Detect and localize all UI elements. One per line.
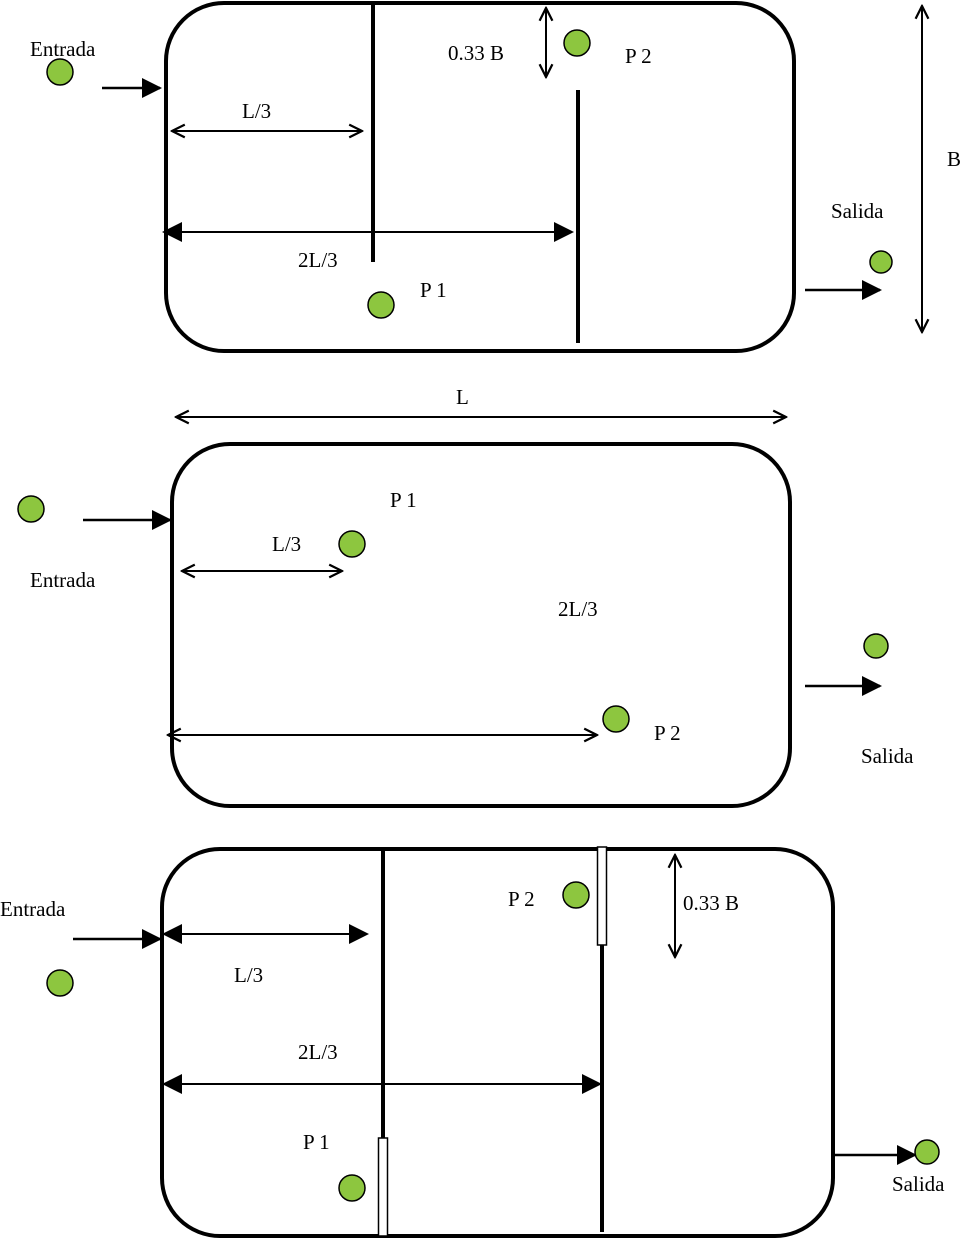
tank-outline	[170, 442, 792, 808]
point-p2	[602, 705, 630, 733]
label-p2: P 2	[508, 887, 535, 911]
point-p1	[367, 291, 395, 319]
label-033b: 0.33 B	[683, 891, 739, 915]
point-p2	[563, 29, 591, 57]
label-p1: P 1	[303, 1130, 330, 1154]
label-b: B	[947, 147, 961, 171]
label-p2: P 2	[625, 44, 652, 68]
diagram-1: Entrada 0.33 B P 2 B L/3 Salida 2L/3 P 1…	[30, 1, 961, 417]
point-p1	[338, 1174, 366, 1202]
label-entrada: Entrada	[0, 897, 66, 921]
outlet-point	[914, 1139, 940, 1165]
inlet-point	[17, 495, 45, 523]
label-two-l-third: 2L/3	[298, 1040, 338, 1064]
diagram-3: Entrada P 2 0.33 B L/3 2L/3 P 1 Salida	[0, 846, 945, 1238]
label-two-l-third: 2L/3	[558, 597, 598, 621]
label-entrada: Entrada	[30, 37, 96, 61]
tank-outline	[164, 1, 796, 353]
point-p2	[562, 881, 590, 909]
tank-outline	[160, 847, 835, 1238]
label-salida: Salida	[892, 1172, 945, 1196]
outlet-point	[869, 250, 893, 274]
diagram-2: P 1 L/3 Entrada 2L/3 P 2 Salida	[17, 442, 914, 808]
baffle-2-opening	[596, 846, 608, 946]
label-l-third: L/3	[272, 532, 301, 556]
label-salida: Salida	[831, 199, 884, 223]
baffle-1-opening	[377, 1137, 389, 1237]
label-salida: Salida	[861, 744, 914, 768]
label-two-l-third: 2L/3	[298, 248, 338, 272]
label-p2: P 2	[654, 721, 681, 745]
label-l-third: L/3	[234, 963, 263, 987]
label-p1: P 1	[420, 278, 447, 302]
point-p1	[338, 530, 366, 558]
label-033b: 0.33 B	[448, 41, 504, 65]
inlet-point	[46, 58, 74, 86]
label-l-third: L/3	[242, 99, 271, 123]
inlet-point	[46, 969, 74, 997]
outlet-point	[863, 633, 889, 659]
label-p1: P 1	[390, 488, 417, 512]
label-l: L	[456, 385, 469, 409]
label-entrada: Entrada	[30, 568, 96, 592]
